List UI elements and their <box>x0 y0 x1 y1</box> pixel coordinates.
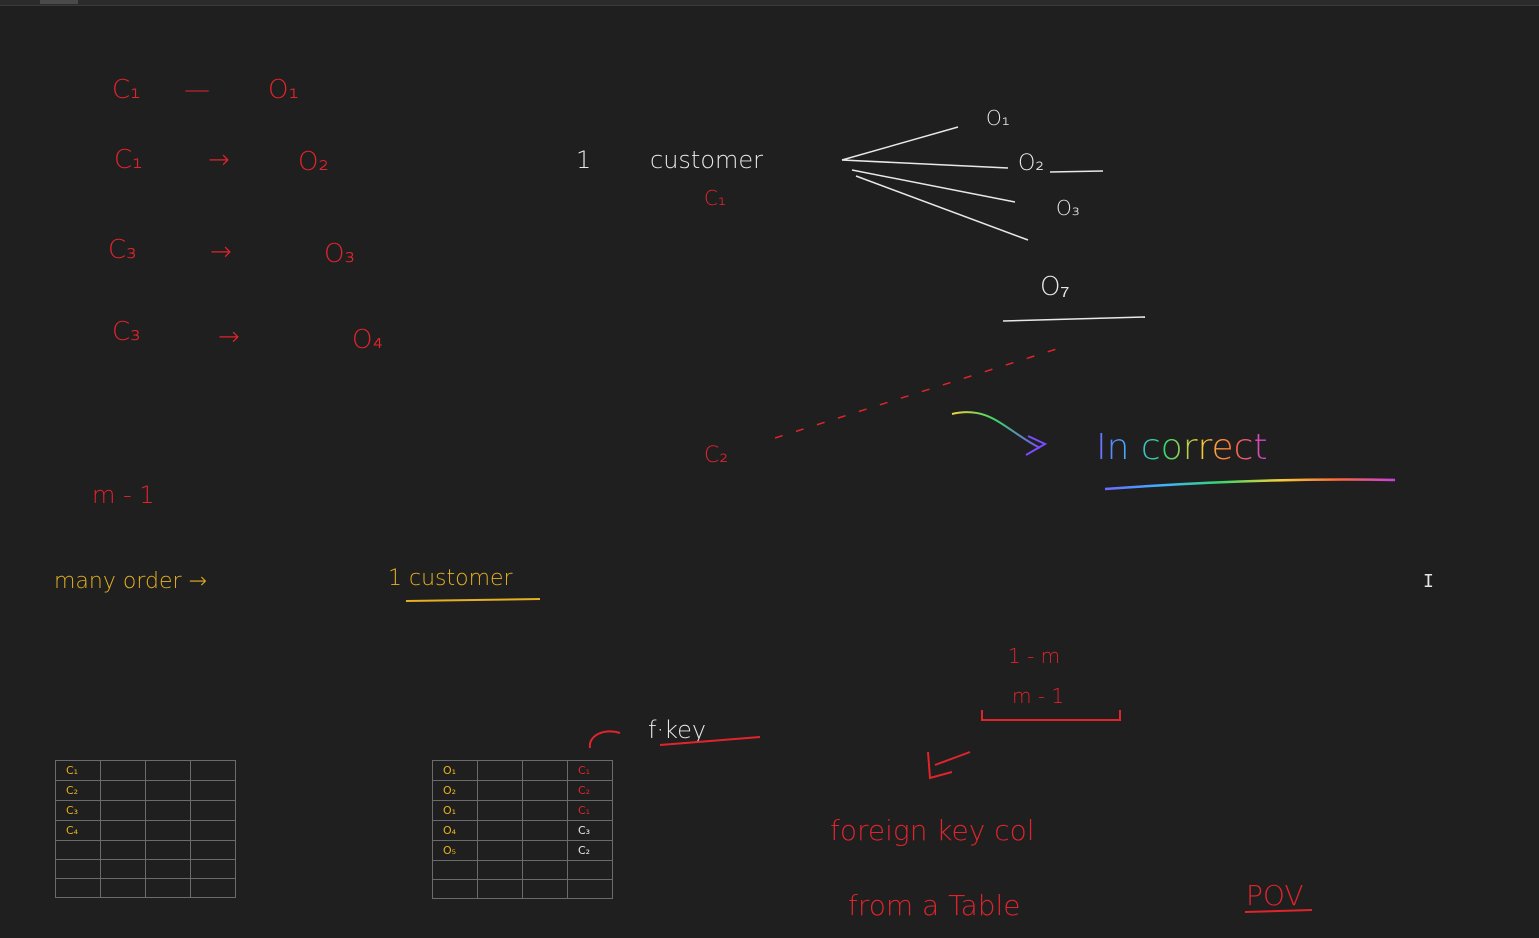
one-customer-text: 1 customer <box>388 566 514 591</box>
relationship-notes: 1 - m m - 1 <box>1008 644 1064 708</box>
order-cell <box>432 879 478 899</box>
fkey-arrow <box>588 730 621 749</box>
fk-cell: C₂ <box>567 840 613 861</box>
order-o1: O₁ <box>986 106 1010 130</box>
mapping-1-order: O₁ <box>268 75 299 105</box>
fkey-label: f·key <box>648 716 706 744</box>
order-o7: O₇ <box>1040 272 1069 302</box>
table-cell: C₁ <box>55 760 101 781</box>
table-cell <box>55 859 101 879</box>
note-many-to-one: m - 1 <box>1012 684 1064 708</box>
left-mappings: C₁ — O₁ C₁ → O₂ C₃ → O₃ C₃ → O₄ <box>108 75 383 355</box>
pov-underline <box>1244 909 1313 913</box>
mapping-4-customer: C₃ <box>112 317 141 347</box>
text-cursor-icon: I <box>1423 571 1434 592</box>
fkey-underline <box>659 736 761 746</box>
note-check-arrow <box>927 751 971 780</box>
table-row: C₄ <box>55 820 236 841</box>
window-top-bar <box>0 0 1539 6</box>
foreign-key-line2: from a Table <box>848 889 1021 922</box>
customer-c2: C₂ <box>704 443 728 468</box>
note-bracket <box>981 710 1121 721</box>
mapping-1-customer: C₁ <box>112 75 141 105</box>
order-cell <box>432 860 478 880</box>
table-row <box>55 859 236 879</box>
mapping-2-order: O₂ <box>298 147 329 177</box>
mapping-2-customer: C₁ <box>114 145 143 175</box>
customer-label: customer <box>650 146 763 174</box>
table-row: O₁ C₁ <box>432 760 613 781</box>
incorrect-verdict: In correct <box>1096 427 1268 468</box>
table-cell <box>55 840 101 860</box>
fk-cell: C₃ <box>567 820 613 841</box>
table-row: C₂ <box>55 780 236 801</box>
fk-cell <box>567 879 613 899</box>
table-row <box>55 878 236 898</box>
table-row: O₂ C₂ <box>432 780 613 801</box>
one-customer-underline <box>405 598 541 602</box>
table-row: C₁ <box>55 760 236 781</box>
fk-cell: C₂ <box>567 780 613 801</box>
order-cell: O₅ <box>432 840 478 861</box>
customer-count: 1 <box>576 146 591 174</box>
mapping-2-arrow: → <box>208 145 230 175</box>
active-tab-indicator[interactable] <box>40 0 78 4</box>
order-cell: O₁ <box>432 800 478 821</box>
customer-sub: C₁ <box>704 186 726 210</box>
table-row: O₄ C₃ <box>432 820 613 841</box>
foreign-key-pov: POV <box>1246 879 1304 912</box>
fk-cell <box>567 860 613 880</box>
table-row <box>55 840 236 860</box>
mapping-4-order: O₄ <box>352 325 383 355</box>
mapping-3-arrow: → <box>210 237 232 267</box>
customer-diagram: 1 customer C₁ O₁ O₂ O₃ O₇ C₂ In correct <box>576 106 1396 491</box>
fk-cell: C₁ <box>567 760 613 781</box>
table-cell: C₄ <box>55 820 101 841</box>
relation-label: m - 1 <box>92 481 155 509</box>
mapping-4-arrow: → <box>218 322 240 352</box>
table-cell <box>55 878 101 898</box>
mapping-1-arrow: — <box>184 75 210 105</box>
table-cell: C₂ <box>55 780 101 801</box>
order-o3: O₃ <box>1056 196 1080 220</box>
foreign-key-line1: foreign key col <box>830 814 1035 847</box>
order-cell: O₁ <box>432 760 478 781</box>
table-row <box>432 860 613 880</box>
order-cell: O₂ <box>432 780 478 801</box>
note-one-to-many: 1 - m <box>1008 644 1060 668</box>
foreign-key-note: foreign key col from a Table POV <box>830 814 1304 922</box>
orders-table: O₁ C₁ O₂ C₂ O₁ C₁ O₄ C₃ O₅ C₂ <box>432 760 613 899</box>
many-order-note: many order → 1 customer <box>54 566 514 594</box>
many-order-text: many order → <box>54 569 207 594</box>
fk-cell: C₁ <box>567 800 613 821</box>
order-cell: O₄ <box>432 820 478 841</box>
mapping-3-order: O₃ <box>324 239 355 269</box>
customers-table: C₁ C₂ C₃ C₄ <box>55 760 236 898</box>
table-cell: C₃ <box>55 800 101 821</box>
table-row: C₃ <box>55 800 236 821</box>
table-row: O₅ C₂ <box>432 840 613 861</box>
order-o2: O₂ <box>1018 151 1044 176</box>
table-row <box>432 879 613 899</box>
mapping-3-customer: C₃ <box>108 235 137 265</box>
table-row: O₁ C₁ <box>432 800 613 821</box>
